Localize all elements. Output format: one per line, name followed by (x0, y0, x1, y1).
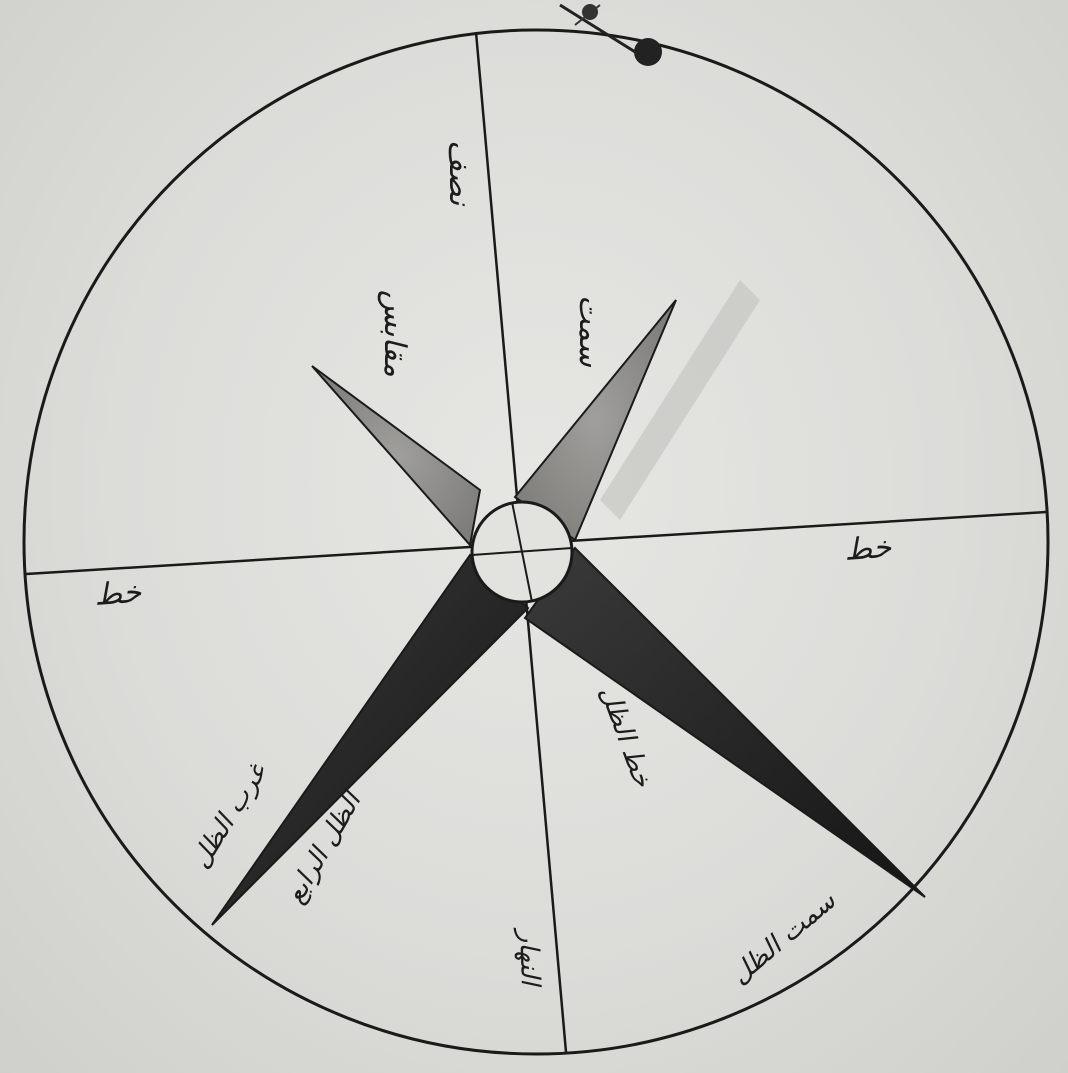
label-upper-left: مقابس (377, 290, 412, 377)
label-top-meridian: نصف (442, 140, 477, 207)
label-upper-right: سمت (572, 295, 607, 368)
lower-left-ray (212, 555, 528, 925)
upper-left-ray (312, 366, 480, 545)
label-left-horizon: خط (93, 575, 143, 613)
lower-right-ray (525, 548, 925, 897)
label-bottom-meridian: النهار (513, 926, 545, 988)
label-lower-right-outer: سمت الظل (725, 885, 842, 990)
label-right-horizon: خط (843, 530, 893, 568)
